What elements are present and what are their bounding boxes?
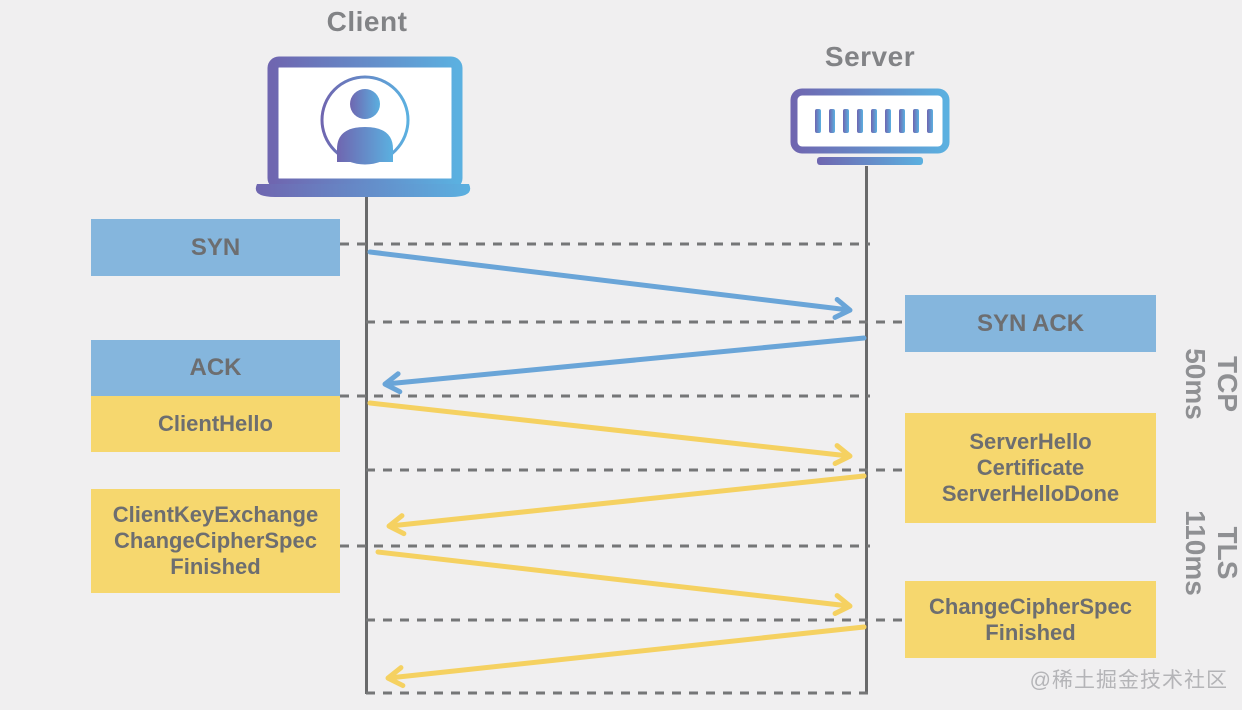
- message-label: Certificate: [976, 455, 1085, 480]
- server-lifeline: [865, 166, 868, 694]
- message-box-syn: SYN: [91, 219, 340, 276]
- arrow-client-key-exchange: [375, 549, 853, 616]
- message-box-change-cipher-spec: ChangeCipherSpec Finished: [905, 581, 1156, 658]
- message-label: ChangeCipherSpec: [114, 528, 317, 553]
- phase-duration: 50ms: [1180, 348, 1211, 420]
- message-box-syn-ack: SYN ACK: [905, 295, 1156, 352]
- message-box-ack: ACK: [91, 340, 340, 396]
- arrow-change-cipher-spec: [385, 624, 867, 689]
- watermark: @稀土掘金技术社区: [1029, 669, 1228, 692]
- arrow-syn-ack: [382, 335, 867, 395]
- server-icon: [790, 88, 950, 168]
- client-lifeline: [365, 197, 368, 694]
- phase-duration: 110ms: [1180, 510, 1211, 596]
- message-box-client-hello: ClientHello: [91, 396, 340, 452]
- message-label: ChangeCipherSpec: [929, 593, 1132, 619]
- message-box-server-hello: ServerHello Certificate ServerHelloDone: [905, 413, 1156, 523]
- message-label: ClientKeyExchange: [112, 502, 319, 527]
- message-label: Finished: [170, 554, 261, 579]
- phase-name: TCP: [1212, 356, 1242, 412]
- message-label: ServerHello: [969, 429, 1092, 454]
- message-label: SYN: [190, 233, 241, 261]
- message-label: ServerHelloDone: [941, 481, 1120, 506]
- arrow-syn: [367, 249, 853, 320]
- server-title: Server: [824, 41, 916, 72]
- dashed-guides: [340, 242, 905, 695]
- phase-name: TLS: [1212, 526, 1242, 580]
- message-label: ClientHello: [158, 411, 273, 436]
- phase-label-tls: TLS 110ms: [1179, 510, 1242, 596]
- client-title: Client: [326, 6, 408, 37]
- message-label: ACK: [189, 354, 242, 381]
- phase-label-tcp: TCP 50ms: [1179, 348, 1242, 420]
- message-label: Finished: [985, 619, 1076, 645]
- message-label: SYN ACK: [976, 309, 1085, 337]
- laptop-user-icon: [253, 56, 473, 198]
- arrow-client-hello: [367, 400, 853, 467]
- arrow-server-hello: [386, 473, 867, 537]
- message-box-client-key-exchange: ClientKeyExchange ChangeCipherSpec Finis…: [91, 489, 340, 593]
